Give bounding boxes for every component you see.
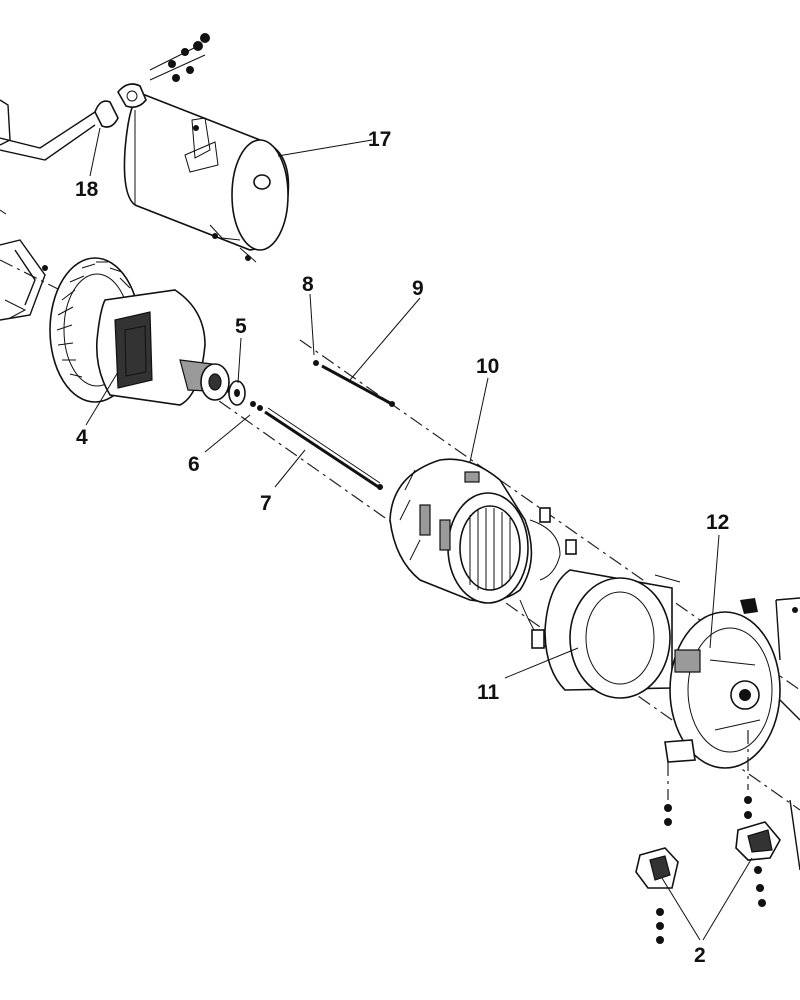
frame-fragment-mid-left bbox=[0, 239, 48, 321]
through-bolt bbox=[264, 407, 383, 490]
frame-fragment-top-left bbox=[0, 99, 96, 215]
rotor-fan-assembly bbox=[49, 257, 230, 406]
callout-labels: 17 18 8 9 5 10 4 6 7 12 11 2 bbox=[75, 128, 729, 967]
callout-18: 18 bbox=[75, 178, 99, 201]
frame-fragment-right bbox=[775, 597, 800, 871]
small-washer bbox=[250, 401, 263, 411]
stator bbox=[389, 458, 577, 651]
end-bracket bbox=[664, 598, 781, 769]
muffler-fasteners bbox=[149, 33, 210, 82]
callout-8: 8 bbox=[302, 273, 314, 296]
rubber-mounts bbox=[635, 730, 781, 944]
stud-bolt bbox=[313, 360, 395, 407]
washer bbox=[228, 380, 246, 406]
callout-2: 2 bbox=[694, 944, 706, 967]
muffler-gasket bbox=[94, 83, 147, 128]
muffler bbox=[123, 93, 290, 263]
leader-lines bbox=[85, 127, 753, 941]
callout-9: 9 bbox=[412, 277, 424, 300]
callout-7: 7 bbox=[260, 492, 272, 515]
callout-10: 10 bbox=[476, 355, 499, 378]
callout-4: 4 bbox=[76, 426, 88, 449]
callout-11: 11 bbox=[477, 681, 500, 704]
callout-17: 17 bbox=[368, 128, 391, 151]
stator-cover-sleeve bbox=[544, 569, 681, 699]
callout-12: 12 bbox=[706, 511, 729, 534]
callout-5: 5 bbox=[235, 315, 247, 338]
callout-6: 6 bbox=[188, 453, 200, 476]
